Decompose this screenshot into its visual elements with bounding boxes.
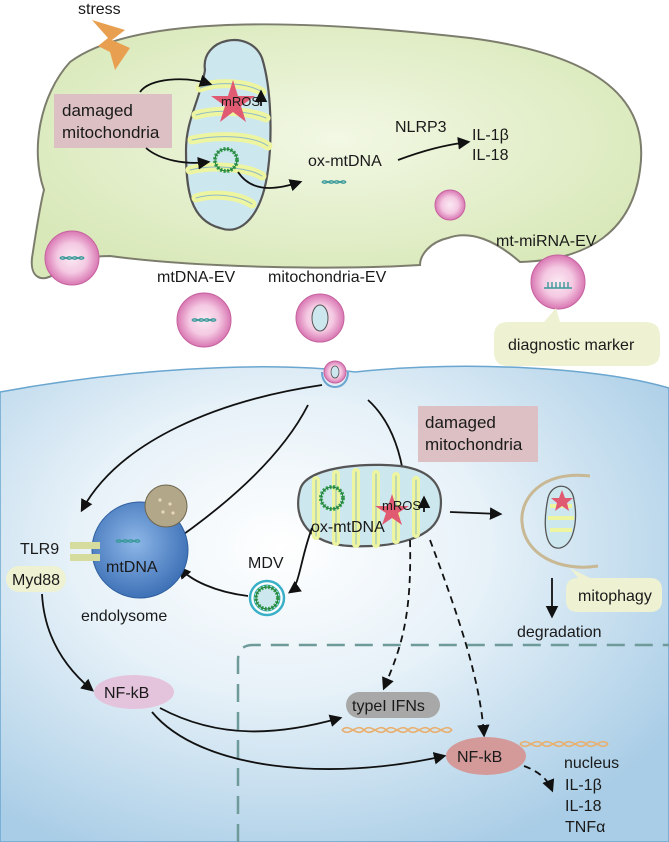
arrow-mito-to-mdv [287, 527, 313, 594]
autophagosome-membrane [520, 473, 599, 569]
stress-label: stress [78, 1, 121, 18]
mitophagy-callout [566, 568, 662, 612]
myd88-box [6, 566, 66, 592]
tlr9-receptor-b [70, 554, 100, 561]
dashed-arrow-to-ifns [382, 539, 412, 691]
nucleus-boundary [236, 643, 669, 842]
ev-entering [323, 360, 347, 384]
ev-mitochondria [295, 293, 345, 343]
lightning-icon [92, 20, 130, 70]
endocytic-pit [321, 371, 349, 388]
tlr9-label: TLR9 [20, 541, 59, 558]
diagnostic-callout [494, 308, 660, 366]
nlrp3-label: NLRP3 [395, 119, 447, 136]
tnfa-label: TNFα [565, 819, 605, 836]
engulfed-mitochondrion [544, 485, 577, 549]
endolysome-label: endolysome [81, 608, 167, 625]
dna-strand-nfkb-b [519, 740, 609, 748]
ev-mtdna [176, 292, 232, 348]
il1b-top-label: IL-1β [472, 127, 509, 144]
mtdna-ev-label: mtDNA-EV [157, 269, 236, 286]
ev-mtdna-left [44, 230, 100, 286]
arrow-to-ox-mtdna [237, 171, 303, 192]
mdv-vesicle [248, 579, 286, 617]
ox-mtdna-bottom-label: ox-mtDNA [311, 519, 385, 536]
nfkb-cyto-label: NF-kB [104, 685, 149, 702]
nfkb-nuc-label: NF-kB [457, 749, 502, 766]
nucleus-label: nucleus [564, 755, 619, 772]
mt-mirna-ev-label: mt-miRNA-EV [496, 233, 597, 250]
arrow-to-cytokines-top [397, 137, 471, 161]
mtdna-endolysome-label: mtDNA [106, 559, 158, 576]
dashed-arrow-to-cytokines [523, 765, 555, 793]
dashed-arrow-to-nfkb-nuc [429, 539, 490, 738]
budding-vesicle-top [434, 189, 466, 221]
arrow-myd88-to-nfkb [41, 593, 94, 692]
damaged-mito-top-line2: mitochondria [62, 123, 160, 142]
damaged-mito-bottom-line1: damaged [425, 413, 496, 432]
damaged-mito-top-line1: damaged [62, 101, 133, 120]
arrow-to-mros [139, 74, 213, 93]
damaged-mito-bottom-box [418, 406, 538, 462]
arrow-nfkb-to-ifns [159, 707, 343, 733]
il18-top-label: IL-18 [472, 147, 509, 164]
arrow-to-autophagosome [449, 507, 503, 520]
arrow-to-tlr9 [80, 384, 323, 513]
type1-ifns-box [346, 692, 440, 718]
mitophagy-label: mitophagy [578, 588, 652, 605]
nfkb-nuc-box [446, 737, 526, 775]
damaged-mito-top-box [54, 94, 172, 148]
type1-ifns-label: typeI IFNs [352, 698, 425, 715]
mito-ev-label: mitochondria-EV [268, 269, 387, 286]
dna-strand-ifns-b [341, 726, 453, 734]
damaged-mito-bottom-line2: mitochondria [425, 435, 523, 454]
mros-bottom-label: mROS [382, 498, 421, 513]
endolysome [91, 484, 189, 599]
il1b-bottom-label: IL-1β [565, 777, 602, 794]
mros-top-label: mROS [221, 94, 260, 109]
mdv-label: MDV [248, 555, 284, 572]
damaged-mitochondrion-bottom [297, 463, 443, 548]
arrow-to-mtdna [145, 147, 211, 170]
nfkb-cyto-box [94, 675, 174, 709]
il18-bottom-label: IL-18 [565, 798, 602, 815]
donor-cell [30, 23, 643, 280]
ox-mtdna-top-label: ox-mtDNA [308, 153, 382, 170]
diagnostic-marker-label: diagnostic marker [508, 337, 635, 354]
degradation-label: degradation [517, 624, 602, 641]
ev-mt-mirna [530, 254, 586, 310]
tlr9-receptor-a [70, 542, 100, 549]
myd88-label: Myd88 [12, 572, 60, 589]
arrow-nfkb-to-nucleus [151, 711, 447, 770]
